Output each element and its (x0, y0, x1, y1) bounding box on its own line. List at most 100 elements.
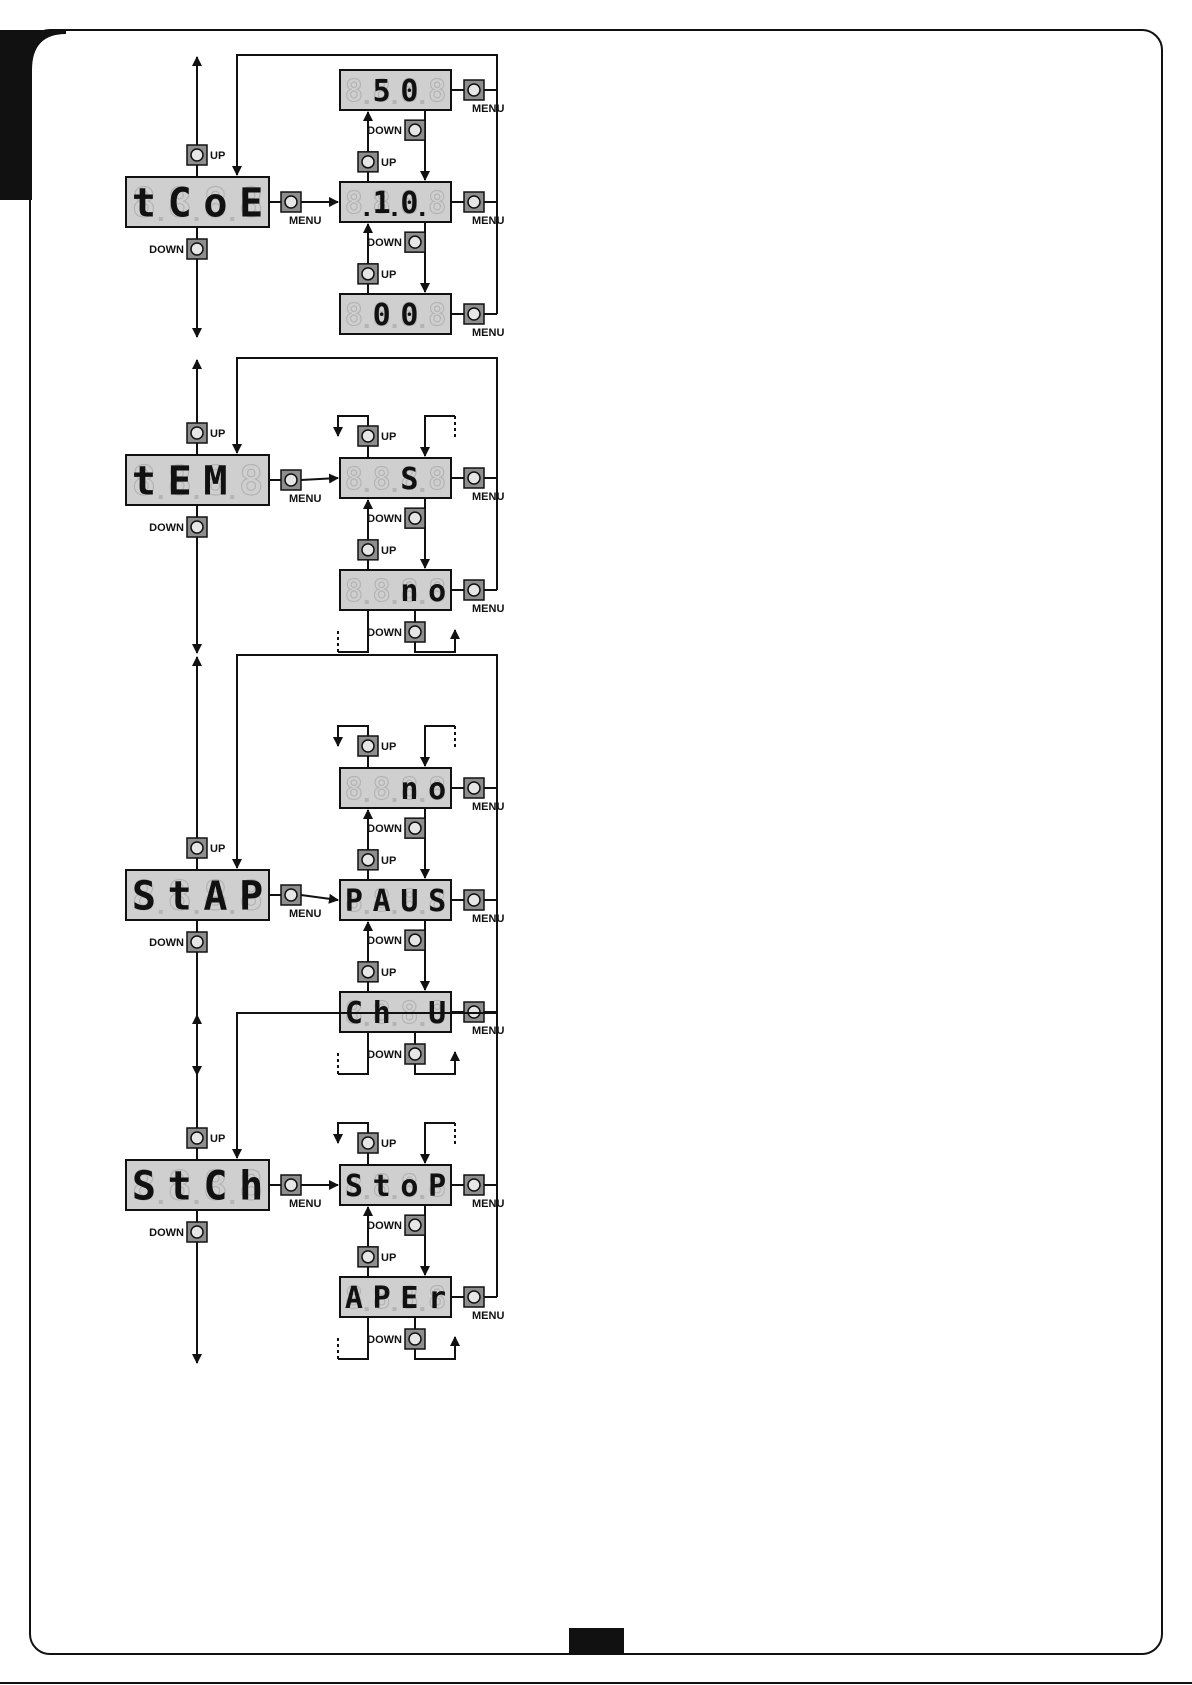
button-circle-icon (361, 155, 375, 169)
ghost-digit: 8 (132, 180, 156, 226)
menu-button[interactable]: MENU (463, 1001, 504, 1037)
down-label: DOWN (149, 1227, 184, 1239)
decimal-dot (420, 600, 425, 604)
up-button[interactable]: UP (357, 961, 396, 983)
up-label: UP (381, 1252, 396, 1264)
down-button[interactable]: DOWN (149, 516, 208, 538)
up-button[interactable]: UP (186, 422, 225, 444)
return-loop (232, 1012, 498, 1297)
lcd-digit: t (132, 180, 156, 226)
up-button[interactable]: UP (357, 1246, 396, 1268)
up-button[interactable]: UP (357, 425, 396, 447)
ghost-digit: 8 (373, 74, 391, 109)
up-button[interactable]: UP (357, 1132, 396, 1154)
lcd-digit: A (345, 1281, 363, 1316)
button-circle-icon (361, 965, 375, 979)
down-button[interactable]: DOWN (367, 929, 426, 951)
menu-button[interactable]: MENU (463, 777, 504, 813)
ghost-digit: 8 (345, 298, 363, 333)
lcd-digit: h (239, 1163, 263, 1209)
down-label: DOWN (367, 1334, 402, 1346)
down-button[interactable]: DOWN (149, 931, 208, 953)
ghost-digit: 8 (203, 873, 227, 919)
wrap-arrow (333, 1122, 369, 1144)
down-button[interactable]: DOWN (367, 1328, 426, 1350)
ghost-digit: 8 (373, 462, 391, 497)
lcd-digit: M (203, 458, 227, 504)
down-label: DOWN (367, 627, 402, 639)
lcd-panel (339, 569, 452, 611)
button-circle-icon (190, 1225, 204, 1239)
down-button[interactable]: DOWN (367, 119, 426, 141)
up-button[interactable]: UP (186, 1127, 225, 1149)
down-button[interactable]: DOWN (149, 238, 208, 260)
up-button[interactable]: UP (186, 144, 225, 166)
down-label: DOWN (367, 1220, 402, 1232)
menu-button[interactable]: MENU (463, 579, 504, 615)
decimal-dot (194, 1200, 199, 1204)
up-button[interactable]: UP (357, 151, 396, 173)
ghost-digit: 8 (428, 574, 446, 609)
ghost-digit: 8 (428, 1281, 446, 1316)
decimal-dot (392, 324, 397, 328)
menu-button[interactable]: MENU (280, 884, 321, 920)
down-button[interactable]: DOWN (367, 817, 426, 839)
down-button[interactable]: DOWN (149, 1221, 208, 1243)
menu-button[interactable]: MENU (463, 467, 504, 503)
decimal-dot (420, 100, 425, 104)
lcd-digit: t (132, 458, 156, 504)
down-label: DOWN (149, 937, 184, 949)
decimal-dot (364, 600, 369, 604)
up-button[interactable]: UP (357, 849, 396, 871)
menu-button[interactable]: MENU (463, 889, 504, 925)
menu-label: MENU (289, 1198, 321, 1210)
menu-label: MENU (472, 215, 504, 227)
menu-button[interactable]: MENU (280, 1174, 321, 1210)
up-button[interactable]: UP (186, 837, 225, 859)
menu-button[interactable]: MENU (463, 1286, 504, 1322)
menu-label: MENU (472, 491, 504, 503)
menu-button[interactable]: MENU (280, 191, 321, 227)
up-button[interactable]: UP (357, 263, 396, 285)
ghost-digit: 8 (428, 298, 446, 333)
down-button[interactable]: DOWN (367, 1214, 426, 1236)
lcd-panel (339, 767, 452, 809)
lcd-digit: o (428, 772, 446, 807)
decimal-dot (364, 798, 369, 802)
menu-button[interactable]: MENU (280, 469, 321, 505)
decimal-dot (392, 212, 397, 216)
menu-label: MENU (472, 1198, 504, 1210)
up-button[interactable]: UP (357, 539, 396, 561)
menu-label: MENU (472, 1310, 504, 1322)
ghost-digit: 8 (400, 574, 418, 609)
menu-button[interactable]: MENU (463, 191, 504, 227)
wrap-arrow (414, 629, 460, 653)
decimal-dot (420, 212, 425, 216)
decimal-dot (194, 217, 199, 221)
button-circle-icon (408, 821, 422, 835)
ghost-digit: 8 (203, 180, 227, 226)
ghost-digit: 8 (428, 772, 446, 807)
down-button[interactable]: DOWN (367, 507, 426, 529)
down-button[interactable]: DOWN (367, 1043, 426, 1065)
up-label: UP (381, 157, 396, 169)
up-button[interactable]: UP (357, 735, 396, 757)
down-button[interactable]: DOWN (367, 231, 426, 253)
menu-button[interactable]: MENU (463, 79, 504, 115)
menu-label: MENU (289, 493, 321, 505)
menu-label: MENU (472, 103, 504, 115)
lcd-digit: P (428, 1169, 446, 1204)
lcd-digit: n (400, 772, 418, 807)
menu-button[interactable]: MENU (463, 303, 504, 339)
menu-button[interactable]: MENU (463, 1174, 504, 1210)
ghost-digit: 8 (168, 1163, 192, 1209)
ghost-digit: 8 (345, 884, 363, 919)
down-button[interactable]: DOWN (367, 621, 426, 643)
decimal-dot (364, 1195, 369, 1199)
decimal-dot (230, 495, 235, 499)
ghost-digit: 8 (373, 772, 391, 807)
down-label: DOWN (367, 237, 402, 249)
